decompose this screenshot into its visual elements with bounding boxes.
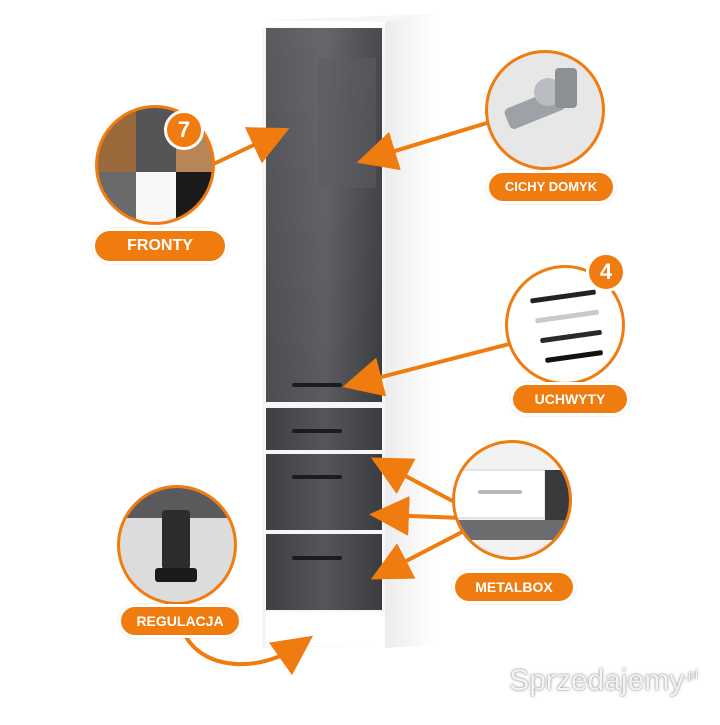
drawer-2-handle — [292, 475, 342, 479]
watermark: Sprzedajemy.pl — [509, 664, 698, 698]
cabinet-top — [262, 20, 385, 28]
arrow-cichy-domyk — [356, 120, 492, 171]
watermark-suffix: .pl — [684, 667, 698, 682]
arrow-metalbox-2 — [369, 495, 464, 536]
door-window-reflection — [318, 58, 376, 188]
uchwyty-label: UCHWYTY — [510, 382, 630, 416]
callout-arrows — [183, 120, 515, 676]
hinge-icon — [485, 50, 605, 170]
metalbox-label: METALBOX — [452, 570, 576, 604]
adjustable-foot-icon — [117, 485, 237, 605]
cichy-domyk-label: CICHY DOMYK — [486, 170, 616, 204]
arrow-uchwyty — [342, 341, 515, 397]
watermark-text: Sprzedajemy — [509, 664, 685, 697]
cabinet — [262, 14, 435, 648]
arrow-fronty — [203, 127, 290, 170]
arrow-metalbox-3 — [370, 530, 464, 580]
fronty-label: FRONTY — [92, 228, 228, 264]
arrow-regulacja — [183, 633, 314, 676]
drawer-3-handle — [292, 556, 342, 560]
door-handle — [292, 383, 342, 387]
drawer-1-handle — [292, 429, 342, 433]
drawer-runner-icon — [452, 440, 572, 560]
cabinet-plinth — [266, 612, 385, 646]
drawer-3 — [266, 534, 382, 610]
fronty-count-badge: 7 — [164, 110, 204, 150]
drawer-2 — [266, 454, 382, 530]
handles-icon — [505, 265, 625, 385]
uchwyty-count-badge: 4 — [586, 252, 626, 292]
cabinet-side-panel — [385, 14, 435, 648]
arrow-metalbox-1 — [370, 457, 462, 507]
regulacja-label: REGULACJA — [118, 604, 242, 638]
